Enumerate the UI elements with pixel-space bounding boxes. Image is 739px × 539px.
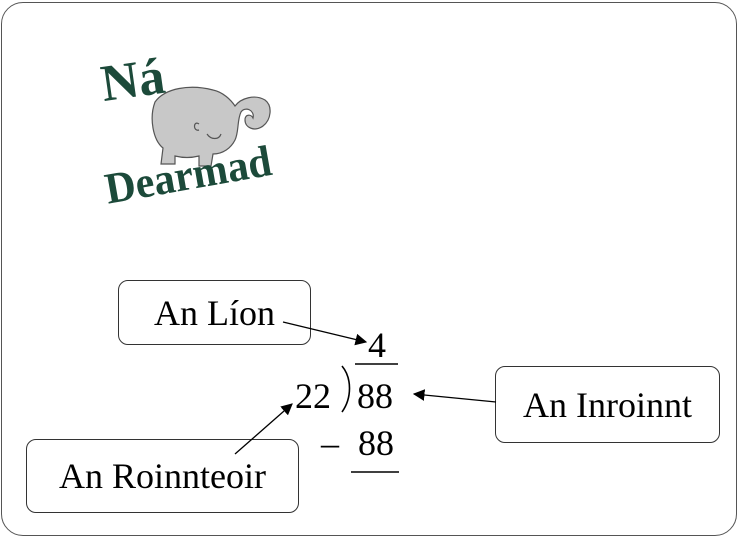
logo-word-na: Ná [97, 48, 168, 113]
quotient-label: An Líon [154, 292, 275, 333]
dividend-value: 88 [357, 376, 393, 416]
quotient-label-box: An Líon [118, 280, 311, 345]
divisor-value: 22 [295, 376, 331, 416]
na-dearmad-logo: Ná Dearmad [95, 40, 295, 225]
divisor-label-box: An Roinnteoir [26, 439, 299, 513]
subtrahend-value: 88 [358, 423, 394, 463]
dividend-label-box: An Inroinnt [495, 366, 720, 443]
divisor-label: An Roinnteoir [59, 456, 266, 496]
elephant-icon [151, 86, 271, 167]
minus-sign: – [321, 423, 339, 463]
dividend-label: An Inroinnt [523, 384, 692, 425]
quotient-value: 4 [368, 325, 386, 365]
logo-graphic: Ná Dearmad [97, 48, 275, 214]
